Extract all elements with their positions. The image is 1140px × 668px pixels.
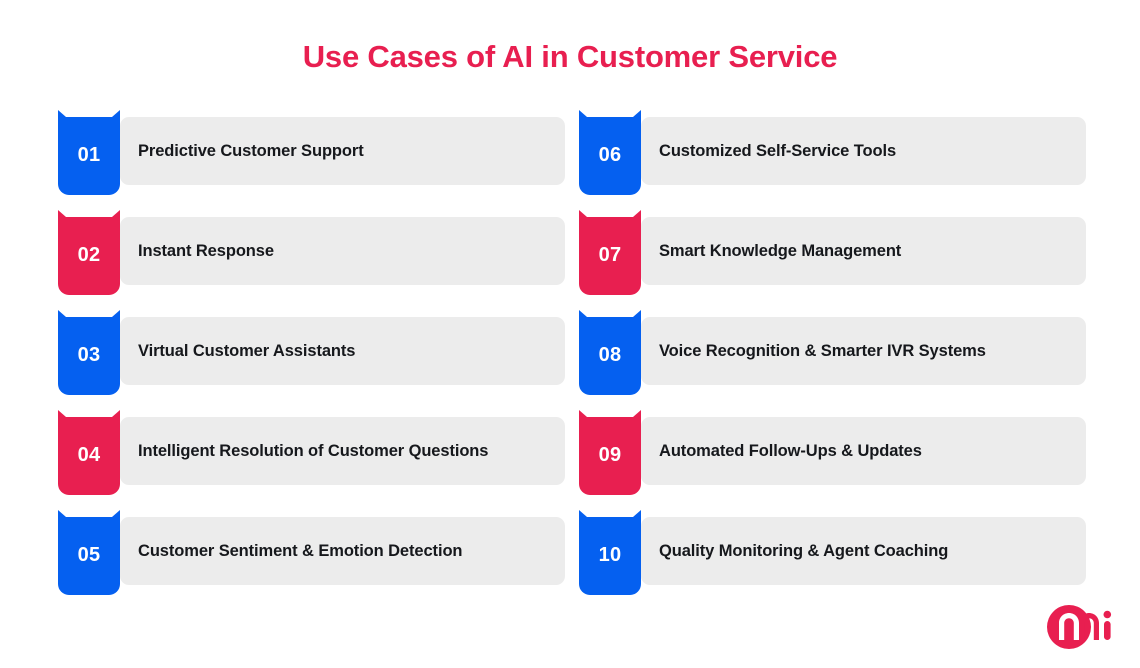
item-card[interactable]: Customized Self-Service Tools <box>641 117 1086 185</box>
item-card[interactable]: Voice Recognition & Smarter IVR Systems <box>641 317 1086 385</box>
use-case-item[interactable]: 02 Instant Response <box>58 210 565 310</box>
item-label: Automated Follow-Ups & Updates <box>659 441 922 460</box>
use-case-item[interactable]: 09 Automated Follow-Ups & Updates <box>579 410 1086 510</box>
item-number-badge: 09 <box>579 410 641 495</box>
item-label: Voice Recognition & Smarter IVR Systems <box>659 341 986 360</box>
use-case-grid: 01 Predictive Customer Support 06 Customize… <box>58 110 1086 610</box>
item-number-badge: 06 <box>579 110 641 195</box>
item-card[interactable]: Intelligent Resolution of Customer Quest… <box>120 417 565 485</box>
item-number: 02 <box>77 244 101 266</box>
item-number: 03 <box>77 344 101 366</box>
item-number-badge: 01 <box>58 110 120 195</box>
item-number: 08 <box>598 344 622 366</box>
item-label: Customized Self-Service Tools <box>659 141 897 160</box>
item-card[interactable]: Smart Knowledge Management <box>641 217 1086 285</box>
item-number: 01 <box>77 144 101 166</box>
item-card[interactable]: Customer Sentiment & Emotion Detection <box>120 517 565 585</box>
item-label: Intelligent Resolution of Customer Quest… <box>138 441 489 460</box>
item-label: Quality Monitoring & Agent Coaching <box>659 541 949 560</box>
use-case-item[interactable]: 10 Quality Monitoring & Agent Coaching <box>579 510 1086 610</box>
item-number-badge: 10 <box>579 510 641 595</box>
item-card[interactable]: Predictive Customer Support <box>120 117 565 185</box>
use-case-item[interactable]: 01 Predictive Customer Support <box>58 110 565 210</box>
item-number: 04 <box>77 444 101 466</box>
item-number: 06 <box>598 144 622 166</box>
use-case-item[interactable]: 04 Intelligent Resolution of Customer Que… <box>58 410 565 510</box>
item-label: Predictive Customer Support <box>138 141 364 160</box>
use-case-item[interactable]: 03 Virtual Customer Assistants <box>58 310 565 410</box>
use-case-item[interactable]: 06 Customized Self-Service Tools <box>579 110 1086 210</box>
item-number-badge: 07 <box>579 210 641 295</box>
item-number: 10 <box>598 544 622 566</box>
item-number-badge: 05 <box>58 510 120 595</box>
item-number: 07 <box>598 244 622 266</box>
item-number-badge: 08 <box>579 310 641 395</box>
use-case-item[interactable]: 05 Customer Sentiment & Emotion Detection <box>58 510 565 610</box>
item-label: Smart Knowledge Management <box>659 241 902 260</box>
item-number: 05 <box>77 544 101 566</box>
item-number-badge: 02 <box>58 210 120 295</box>
item-number-badge: 03 <box>58 310 120 395</box>
use-case-item[interactable]: 08 Voice Recognition & Smarter IVR System… <box>579 310 1086 410</box>
item-label: Virtual Customer Assistants <box>138 341 356 360</box>
item-card[interactable]: Quality Monitoring & Agent Coaching <box>641 517 1086 585</box>
page-title: Use Cases of AI in Customer Service <box>302 39 838 74</box>
use-case-item[interactable]: 07 Smart Knowledge Management <box>579 210 1086 310</box>
item-number: 09 <box>598 444 622 466</box>
brand-logo <box>1046 604 1118 650</box>
item-label: Instant Response <box>138 241 274 260</box>
item-card[interactable]: Automated Follow-Ups & Updates <box>641 417 1086 485</box>
item-number-badge: 04 <box>58 410 120 495</box>
item-card[interactable]: Instant Response <box>120 217 565 285</box>
item-label: Customer Sentiment & Emotion Detection <box>138 541 463 560</box>
item-card[interactable]: Virtual Customer Assistants <box>120 317 565 385</box>
